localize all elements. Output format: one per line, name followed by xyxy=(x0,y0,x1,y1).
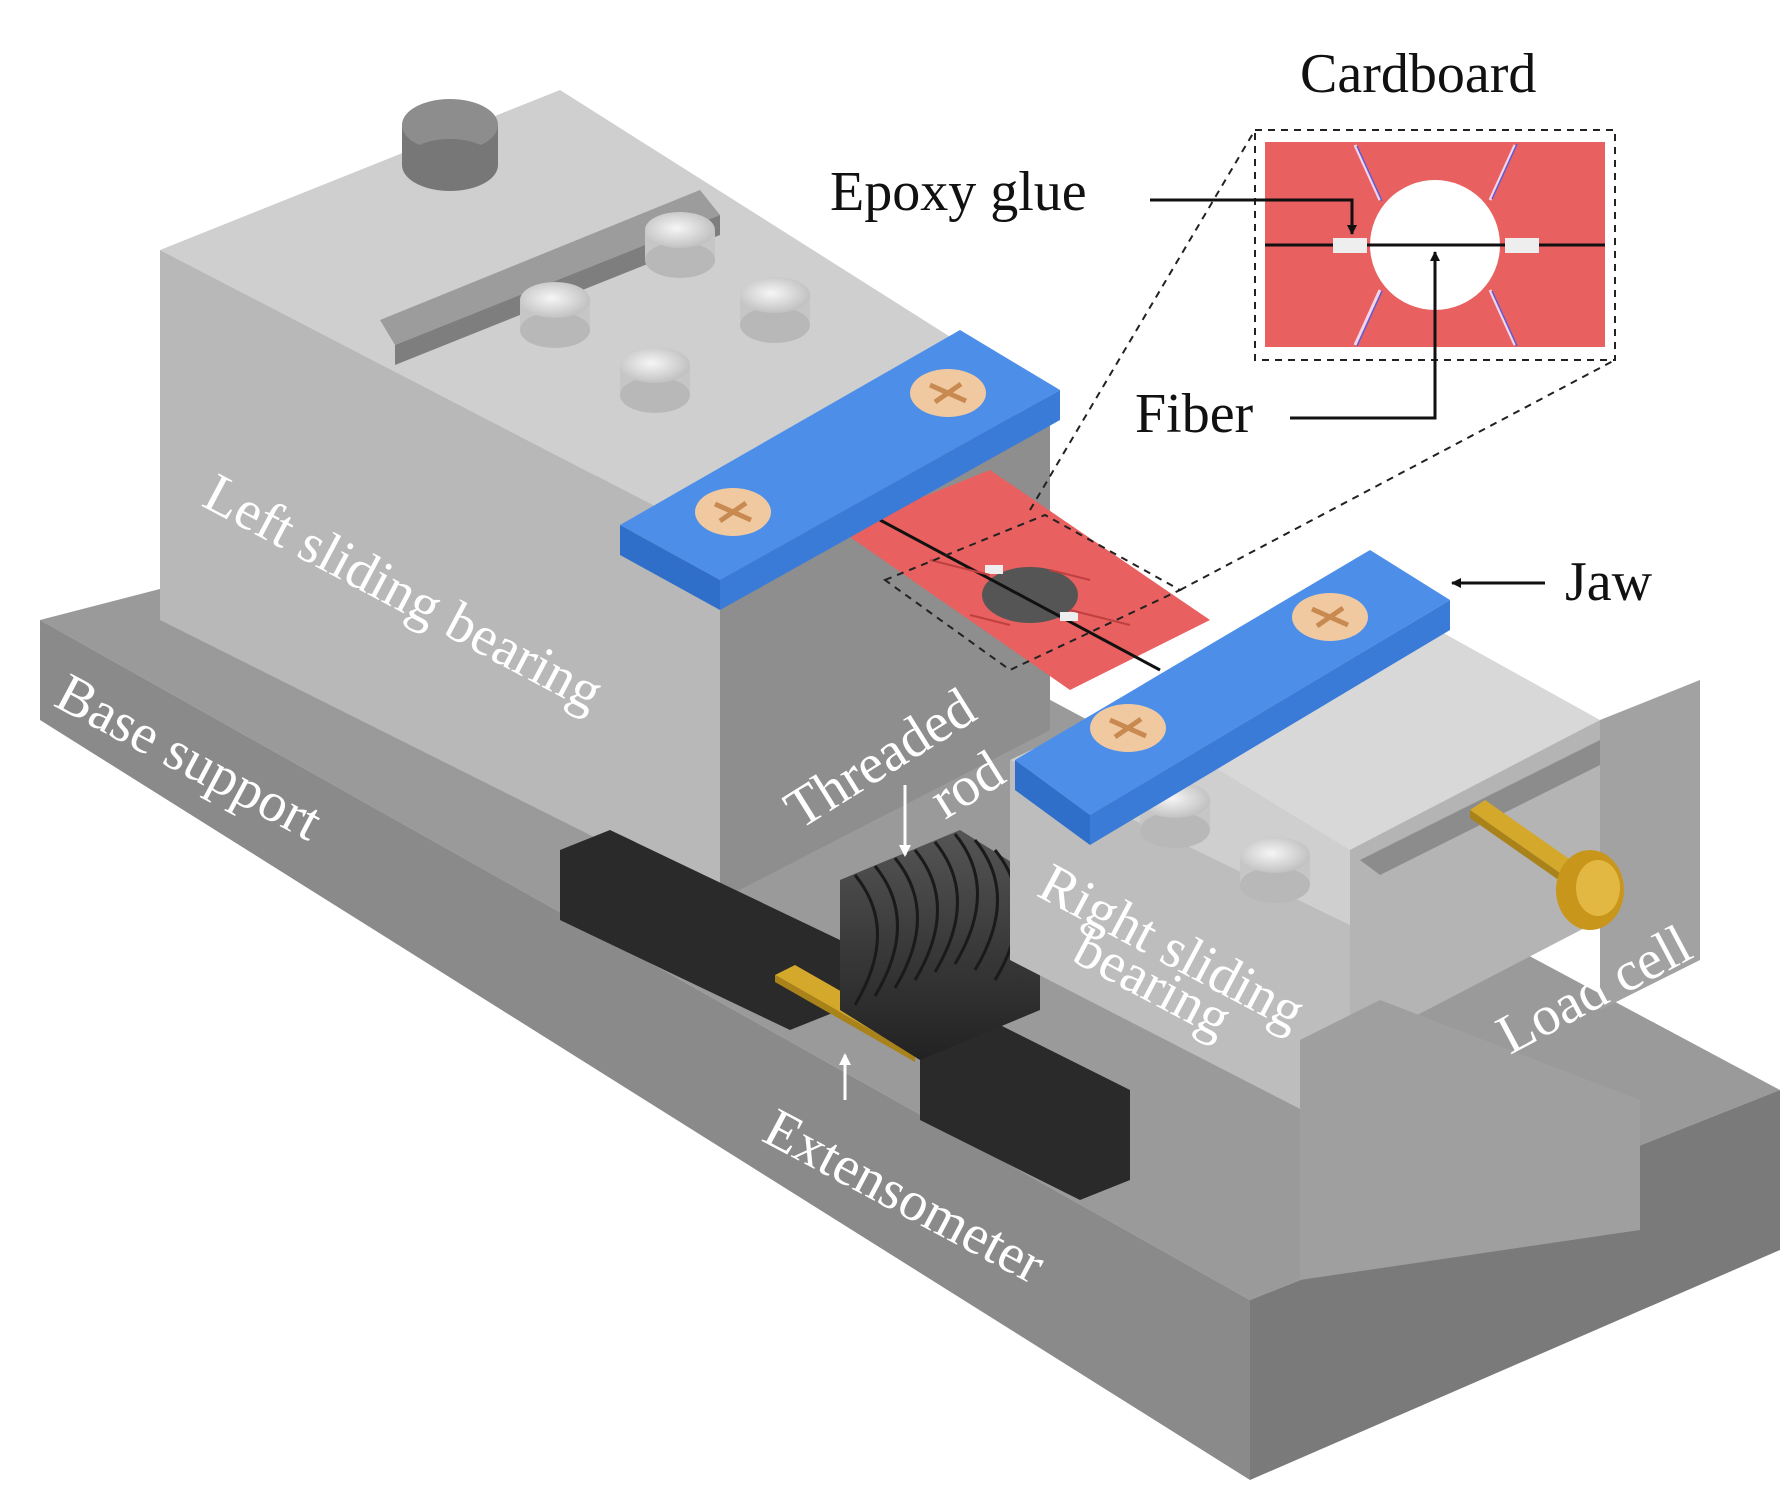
jaw-label: Jaw xyxy=(1565,551,1653,613)
base-side-face xyxy=(1250,1090,1780,1480)
phillips-screw-icon xyxy=(910,369,986,417)
black-block-right xyxy=(920,1010,1130,1200)
zoom-line-right xyxy=(1179,359,1616,591)
load-cell xyxy=(1470,800,1624,930)
arrow-icon xyxy=(1150,198,1545,588)
left-jaw xyxy=(620,330,1060,610)
inset-glue-right xyxy=(1505,238,1539,253)
hex-socket-screw-icon xyxy=(520,282,590,348)
hex-socket-screw-icon xyxy=(1140,782,1210,848)
phillips-screw-icon xyxy=(1090,704,1166,752)
cardboard-hole xyxy=(982,567,1078,623)
hex-socket-screw-icon xyxy=(740,277,810,343)
hex-socket-screw-icon xyxy=(1240,837,1310,903)
epoxy-arrow xyxy=(1150,198,1357,235)
black-block-left xyxy=(560,830,840,1030)
right-bearing-front xyxy=(1010,760,1380,1150)
cardboard-specimen xyxy=(840,470,1210,690)
right-jaw xyxy=(1015,550,1450,845)
hex-socket-screw-icon xyxy=(620,347,690,413)
right-bearing-side xyxy=(1600,680,1700,1010)
pin-icon xyxy=(402,99,498,191)
threaded-rod xyxy=(840,830,1040,1060)
phillips-screw-icon xyxy=(1292,593,1368,641)
fiber-label: Fiber xyxy=(1135,383,1254,445)
fiber-arrow xyxy=(1290,251,1440,420)
zoom-line-left xyxy=(1029,129,1256,511)
white-arrows xyxy=(839,785,911,1100)
left-bearing-front xyxy=(160,250,720,900)
epoxy-glue-label: Epoxy glue xyxy=(830,161,1087,223)
inset-glue-left xyxy=(1333,238,1367,253)
cardboard-label: Cardboard xyxy=(1300,43,1536,105)
hex-socket-screw-icon xyxy=(645,212,715,278)
inset-cut-lines xyxy=(1353,143,1518,347)
extensometer-rod-shade xyxy=(775,975,915,1062)
phillips-screw-icon xyxy=(695,488,771,536)
right-bearing-upper-block xyxy=(1170,620,1600,850)
right-bearing-upper-front xyxy=(1350,720,1600,1050)
left-bearing-groove xyxy=(380,190,720,345)
fiber-line xyxy=(879,518,1161,672)
right-bearing-lower xyxy=(1300,1000,1640,1280)
base-front-face xyxy=(40,620,1250,1480)
